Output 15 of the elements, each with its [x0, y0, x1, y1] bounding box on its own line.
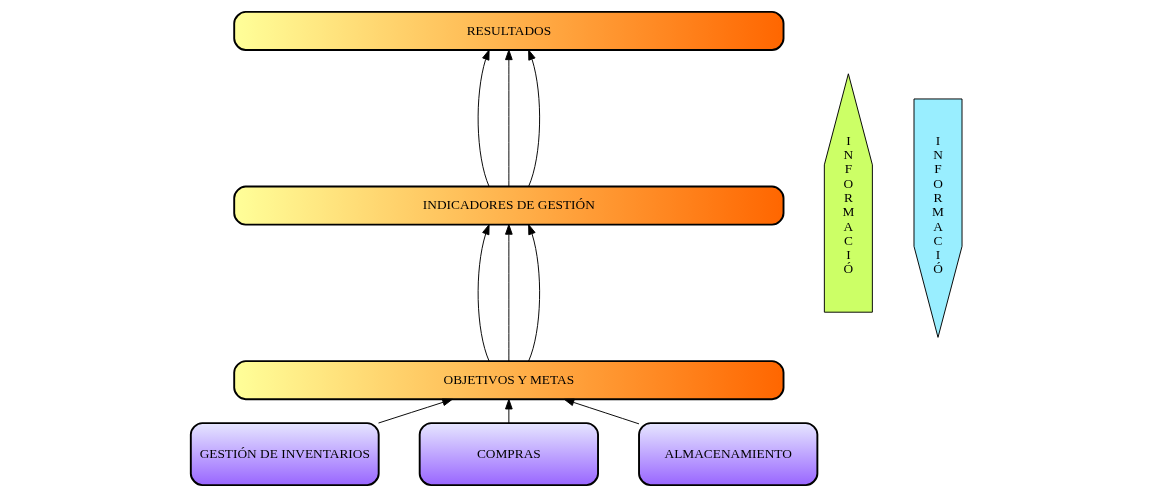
- arrow: [504, 49, 513, 187]
- arrow: [504, 398, 513, 424]
- arrow: [477, 224, 490, 362]
- arrow: [527, 224, 540, 362]
- node-box: RESULTADOS: [232, 10, 784, 51]
- arrow: [477, 49, 490, 187]
- node-box: COMPRAS: [418, 422, 599, 487]
- node-box: ALMACENAMIENTO: [637, 422, 818, 487]
- arrow: [504, 224, 513, 362]
- node-box: OBJETIVOS Y METAS: [232, 360, 784, 401]
- node-box: GESTIÓN DE INVENTARIOS: [189, 422, 380, 487]
- arrow: [527, 49, 540, 187]
- arrow: [377, 398, 453, 424]
- node-box: INDICADORES DE GESTIÓN: [232, 185, 784, 226]
- arrow: [563, 398, 639, 425]
